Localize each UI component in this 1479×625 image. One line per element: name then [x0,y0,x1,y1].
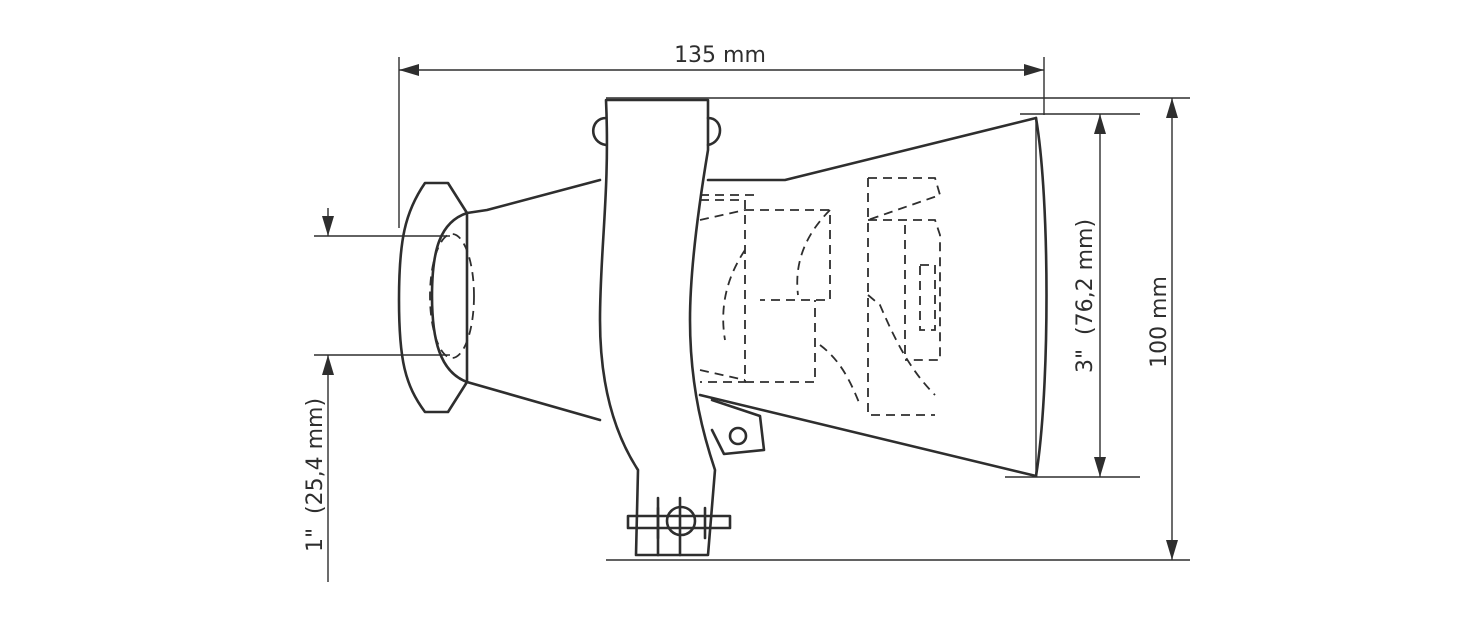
overall-length-label: 135 mm [674,43,766,68]
inlet-diameter-label: 1" (25,4 mm) [303,398,328,552]
bell-cone-top [706,116,1038,182]
rear-cone [465,178,602,215]
inlet-throat [430,211,469,384]
tab-hole [728,426,748,446]
arrow-bottom [1094,457,1106,477]
overall-height-label: 100 mm [1147,276,1172,368]
clamp-bolt-head [665,505,697,537]
bell-mouth [1034,116,1048,478]
top-lug-left [591,116,608,147]
inlet-flange [397,181,469,414]
arrow-top [1094,114,1106,134]
arrow-top [322,216,334,236]
arrow-top [1166,98,1178,118]
lower-tab [710,398,766,456]
dimension-overall-length: 135 mm [398,43,1045,228]
clamp-bolt-shank [626,514,732,530]
arrow-bottom [1166,540,1178,560]
internal-driver-hidden [699,177,942,416]
dimension-inlet-diameter: 1" (25,4 mm) [303,208,450,582]
top-lug-right [706,116,722,147]
inlet-opening [429,233,475,359]
bell-cone-bottom [698,393,1038,478]
arrow-bottom [322,355,334,375]
mounting-band [598,98,717,557]
arrow-right [1024,64,1044,76]
arrow-left [399,64,419,76]
horn-body [397,98,1048,557]
bell-diameter-label: 3" (76,2 mm) [1073,219,1098,373]
rear-cone-bottom [465,380,602,422]
dimension-bell-diameter: 3" (76,2 mm) [1005,113,1140,478]
dimension-overall-height: 100 mm [606,97,1190,561]
